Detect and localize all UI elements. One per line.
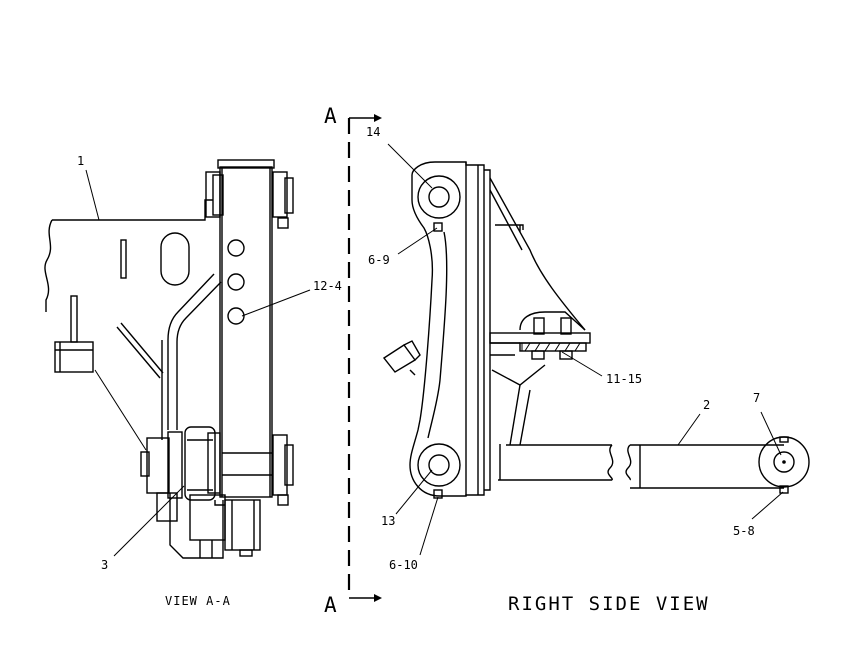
leader-3 — [113, 485, 185, 557]
caption-right-side-view: RIGHT SIDE VIEW — [508, 593, 710, 615]
caption-view-a-a: VIEW A-A — [165, 594, 231, 608]
leader-13 — [395, 469, 433, 515]
callout-13: 13 — [381, 514, 395, 528]
leader-6-9 — [397, 227, 438, 255]
right-side-view-drawing — [382, 161, 810, 499]
callout-6-10: 6-10 — [389, 558, 418, 572]
leader-14 — [387, 143, 433, 189]
leader-2 — [677, 413, 701, 446]
leader-5-8 — [751, 491, 784, 520]
callout-11-15: 11-15 — [606, 372, 642, 386]
leader-12-4 — [241, 289, 311, 317]
section-mark-top: A — [324, 104, 337, 128]
callout-12-4: 12-4 — [313, 279, 342, 293]
callout-14: 14 — [366, 125, 380, 139]
callout-3: 3 — [101, 558, 108, 572]
callout-1: 1 — [77, 154, 84, 168]
leader-1 — [85, 169, 100, 221]
leader-6-10 — [419, 496, 439, 556]
callout-2: 2 — [703, 398, 710, 412]
leader-7 — [760, 411, 782, 456]
section-line-a-a — [347, 114, 382, 602]
callout-5-8: 5-8 — [733, 524, 755, 538]
leader-11-15 — [561, 351, 603, 377]
section-mark-bottom: A — [324, 593, 337, 617]
view-a-a-drawing — [44, 159, 294, 559]
callout-6-9: 6-9 — [368, 253, 390, 267]
leader-bracket — [94, 369, 147, 451]
callout-7: 7 — [753, 391, 760, 405]
